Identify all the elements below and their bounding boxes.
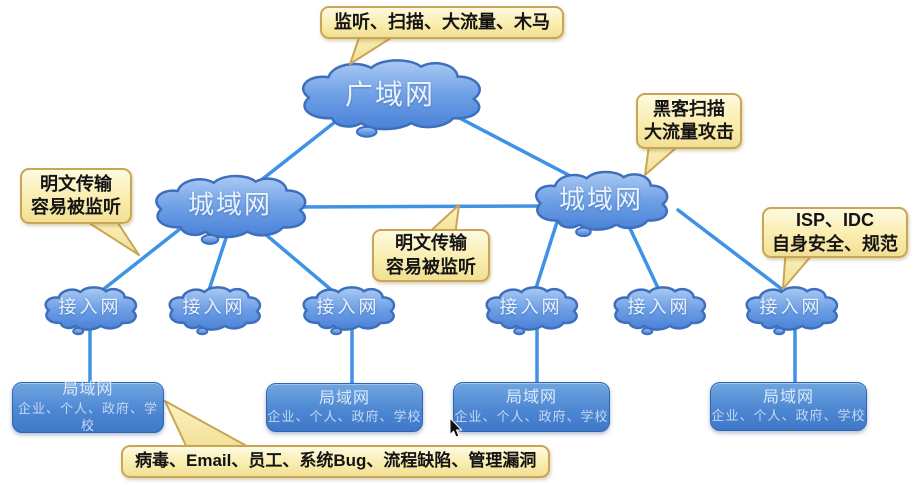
lan-subtitle: 企业、个人、政府、学校 (454, 408, 609, 424)
callout-isp: ISP、IDC 自身安全、规范 (762, 207, 908, 258)
link-manright-access5 (625, 220, 660, 290)
access-cloud-2 (169, 286, 261, 335)
lan-title: 局域网 (62, 381, 114, 399)
access-cloud-5 (614, 286, 706, 335)
callout-wan-threats: 监听、扫描、大流量、木马 (320, 6, 564, 39)
callout-hacker: 黑客扫描 大流量攻击 (636, 93, 742, 149)
link-man-man (293, 204, 557, 209)
callout-lan-threats: 病毒、Email、员工、系统Bug、流程缺陷、管理漏洞 (121, 445, 551, 478)
lan-subtitle: 企业、个人、政府、学校 (711, 408, 866, 424)
connection-lines (88, 110, 797, 388)
link-manright-access4 (534, 220, 559, 290)
link-wan-man-left (253, 120, 337, 187)
callout-plaintext-left: 明文传输 容易被监听 (20, 168, 132, 224)
callout-plaintext-mid: 明文传输 容易被监听 (372, 229, 490, 282)
lan-subtitle: 企业、个人、政府、学校 (267, 409, 422, 425)
callout-text: 明文传输 容易被监听 (31, 173, 121, 217)
callout-text: ISP、IDC 自身安全、规范 (772, 210, 898, 254)
access-cloud-4 (486, 286, 578, 335)
lan-box-3: 局域网 企业、个人、政府、学校 (453, 382, 610, 432)
callout-tail-lan-threats (164, 400, 255, 451)
callout-text: 监听、扫描、大流量、木马 (334, 11, 550, 32)
callout-text: 明文传输 容易被监听 (386, 233, 476, 277)
callout-text: 黑客扫描 大流量攻击 (644, 98, 734, 142)
lan-title: 局域网 (762, 388, 814, 406)
link-manleft-access2 (206, 230, 230, 295)
lan-subtitle: 企业、个人、政府、学校 (17, 401, 158, 433)
link-manleft-access3 (256, 226, 337, 295)
lan-box-4: 局域网 企业、个人、政府、学校 (710, 382, 867, 431)
lan-box-2: 局域网 企业、个人、政府、学校 (266, 383, 423, 432)
link-wan-man-right (446, 110, 580, 182)
mouse-cursor (449, 418, 463, 438)
lan-box-1: 局域网 企业、个人、政府、学校 (12, 381, 164, 433)
access-cloud-6 (746, 286, 838, 335)
access-cloud-1 (45, 286, 137, 335)
link-manright-access6 (676, 208, 785, 292)
man-left-cloud (155, 175, 307, 245)
lan-title: 局域网 (505, 389, 557, 407)
callout-text: 病毒、Email、员工、系统Bug、流程缺陷、管理漏洞 (135, 451, 537, 471)
lan-title: 局域网 (318, 389, 370, 407)
link-manleft-access1 (98, 223, 187, 294)
access-cloud-3 (303, 286, 395, 335)
